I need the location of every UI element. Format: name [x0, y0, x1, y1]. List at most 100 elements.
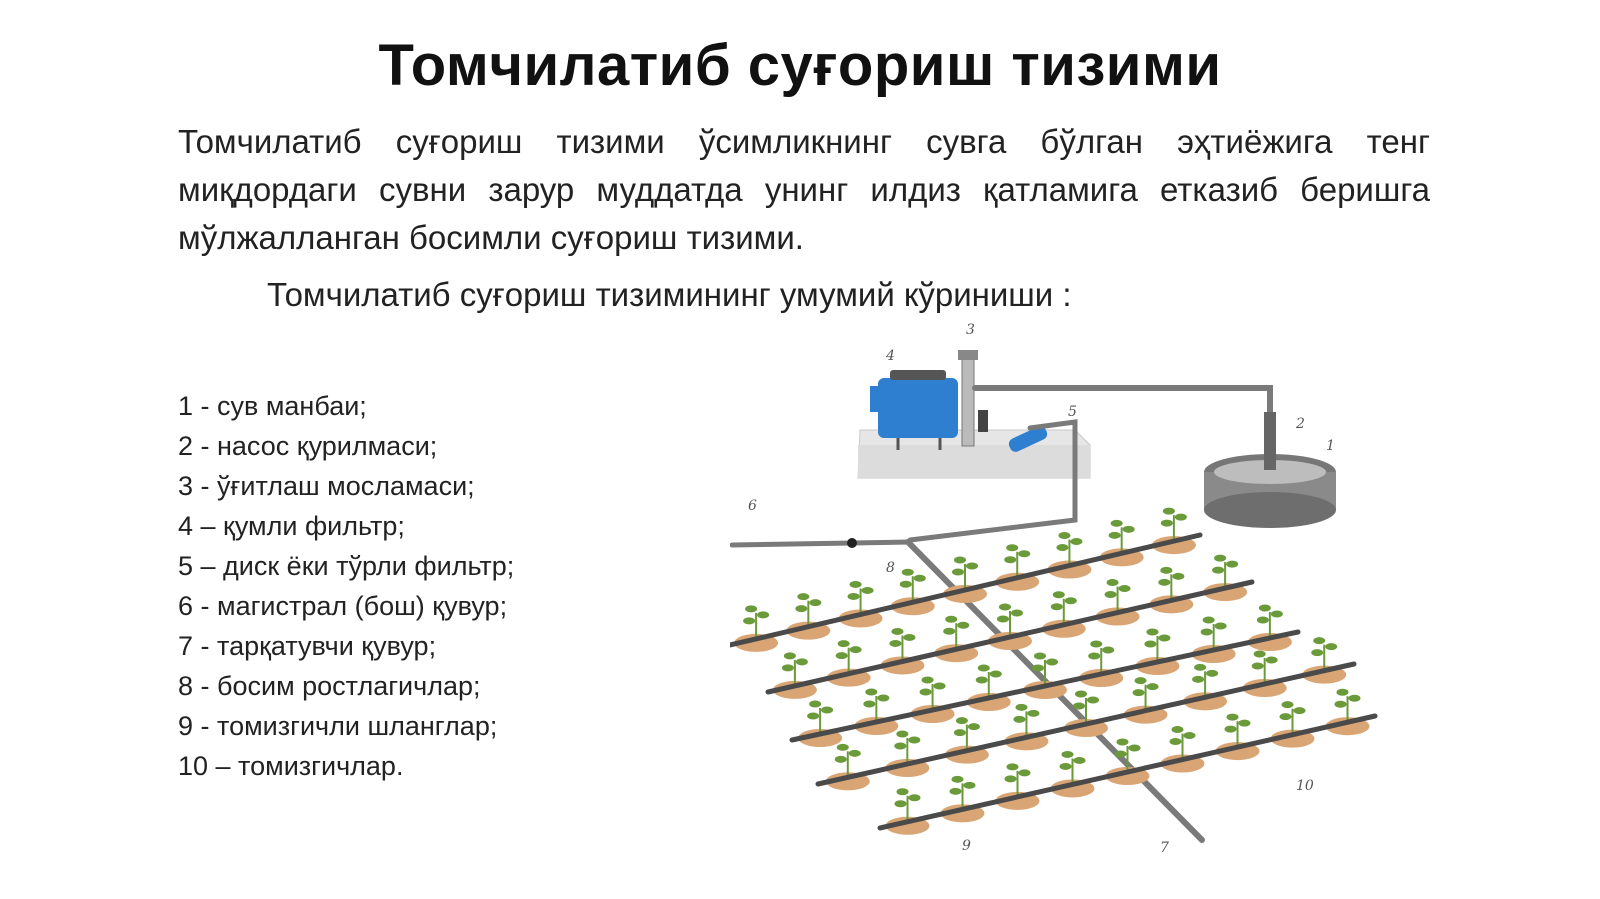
- dripper-hose-row: [730, 507, 1203, 652]
- plant-leaf: [1015, 703, 1028, 711]
- plant-leaf: [1258, 604, 1271, 612]
- plant-leaf: [951, 775, 964, 783]
- dripper-hose: [730, 532, 1203, 648]
- dripper-hose: [765, 579, 1255, 695]
- plant-leaf: [1162, 507, 1175, 515]
- plant-leaf: [977, 664, 990, 672]
- plant-leaf: [849, 580, 862, 588]
- plant-leaf: [1006, 763, 1019, 771]
- plant-leaf: [1075, 690, 1087, 698]
- diagram-label-10: 10: [1296, 778, 1314, 794]
- legend-item-4: 4 – қумли фильтр;: [178, 511, 405, 541]
- plant-leaf: [1256, 616, 1269, 624]
- plant-leaf: [1192, 675, 1205, 683]
- plant-leaf: [1183, 732, 1196, 740]
- plant-leaf: [963, 781, 976, 789]
- plant-leaf: [896, 788, 909, 796]
- plant-leaf: [836, 743, 849, 751]
- plant-leaf: [1160, 519, 1173, 527]
- plant-leaf: [953, 729, 966, 737]
- plant-leaf: [1073, 702, 1085, 710]
- diagram-label-1: 1: [1326, 438, 1335, 454]
- plant-leaf: [1006, 544, 1019, 552]
- plant-leaf: [1104, 591, 1117, 599]
- plant-leaf: [849, 646, 862, 654]
- plant-leaf: [1172, 572, 1185, 580]
- plant-leaf: [1146, 628, 1159, 636]
- plant-leaf: [967, 723, 980, 731]
- plant-leaf: [835, 652, 848, 660]
- plant-leaf: [899, 580, 912, 588]
- plant-leaf: [1313, 637, 1326, 645]
- plant-leaf: [896, 730, 909, 738]
- plant-leaf: [1202, 616, 1215, 624]
- plant-leaf: [1226, 560, 1239, 568]
- plant-leaf: [1064, 597, 1077, 605]
- plant-leaf: [1132, 689, 1145, 697]
- plant-leaf: [1226, 713, 1239, 721]
- plant-leaf: [1011, 609, 1023, 617]
- plant-leaf: [1224, 725, 1237, 733]
- plant-leaf: [847, 592, 860, 600]
- plant-leaf: [949, 787, 962, 795]
- diagram-label-7: 7: [1160, 840, 1169, 856]
- legend-item-6: 6 - магистрал (бош) қувур;: [178, 591, 508, 621]
- plant-leaf: [1046, 658, 1058, 666]
- main-pipe: [730, 538, 913, 548]
- definition-paragraph: Томчилатиб суғориш тизими ўсимликнинг су…: [178, 123, 1430, 256]
- plant-leaf: [1122, 525, 1135, 533]
- slide-title: Томчилатиб суғориш тизими: [378, 33, 1222, 98]
- plant-leaf: [913, 574, 926, 582]
- plant-leaf: [809, 700, 822, 708]
- plant-leaf: [757, 611, 770, 619]
- legend-item-7: 7 - тарқатувчи қувур;: [178, 631, 437, 661]
- legend-item-1: 1 - сув манбаи;: [178, 391, 367, 421]
- plant-leaf: [945, 615, 958, 623]
- fertilizer-device: [958, 350, 988, 447]
- plant-leaf: [933, 682, 946, 690]
- plant-leaf: [1059, 762, 1072, 770]
- plant-leaf: [1311, 649, 1324, 657]
- plant-leaf: [1206, 669, 1219, 677]
- plant-leaf: [797, 593, 810, 601]
- plant-leaf: [975, 676, 988, 684]
- plant-leaf: [1056, 544, 1069, 552]
- plant-leaf: [807, 712, 820, 720]
- plant-leaf: [861, 586, 874, 594]
- plant-leaf: [1279, 713, 1292, 721]
- plant-leaf: [1293, 707, 1306, 715]
- plant-leaf: [1061, 750, 1074, 758]
- plant-leaf: [954, 556, 966, 564]
- plant-leaf: [1070, 538, 1083, 546]
- plant-leaf: [1158, 634, 1171, 642]
- plant-leaf: [901, 568, 914, 576]
- plant-leaf: [745, 605, 758, 613]
- plant-leaf: [1116, 738, 1129, 746]
- plant-leaf: [955, 717, 968, 725]
- legend-item-9: 9 - томизгичли шланглар;: [178, 711, 498, 741]
- plant-leaf: [921, 676, 934, 684]
- plant-leaf: [1058, 532, 1071, 540]
- plant-leaf: [1251, 662, 1264, 670]
- plant-leaf: [1134, 677, 1147, 685]
- plant-leaf: [891, 627, 904, 635]
- plant-leaf: [989, 670, 1002, 678]
- plant-leaf: [1194, 663, 1207, 671]
- plant-leaf: [1102, 646, 1115, 654]
- dripper-hoses: [730, 507, 1378, 835]
- plant-leaf: [821, 706, 834, 714]
- plant-leaf: [1090, 640, 1103, 648]
- dripper-hose-row: [815, 637, 1357, 791]
- diagram-subtitle: Томчилатиб суғориш тизимининг умумий кўр…: [267, 276, 1072, 313]
- plant-leaf: [1270, 610, 1283, 618]
- plant-leaf: [795, 658, 808, 666]
- plant-leaf: [889, 639, 902, 647]
- legend-list: 1 - сув манбаи; 2 - насос қурилмаси; 3 -…: [178, 386, 514, 786]
- plant-leaf: [894, 800, 907, 808]
- plant-leaf: [908, 794, 921, 802]
- plant-leaf: [1146, 683, 1159, 691]
- dripper-hose: [815, 661, 1357, 787]
- drip-irrigation-diagram: 1 2 3 4 5 6 7 8 9 10: [730, 322, 1378, 856]
- plant-leaf: [1171, 726, 1184, 734]
- plant-leaf: [1106, 579, 1119, 587]
